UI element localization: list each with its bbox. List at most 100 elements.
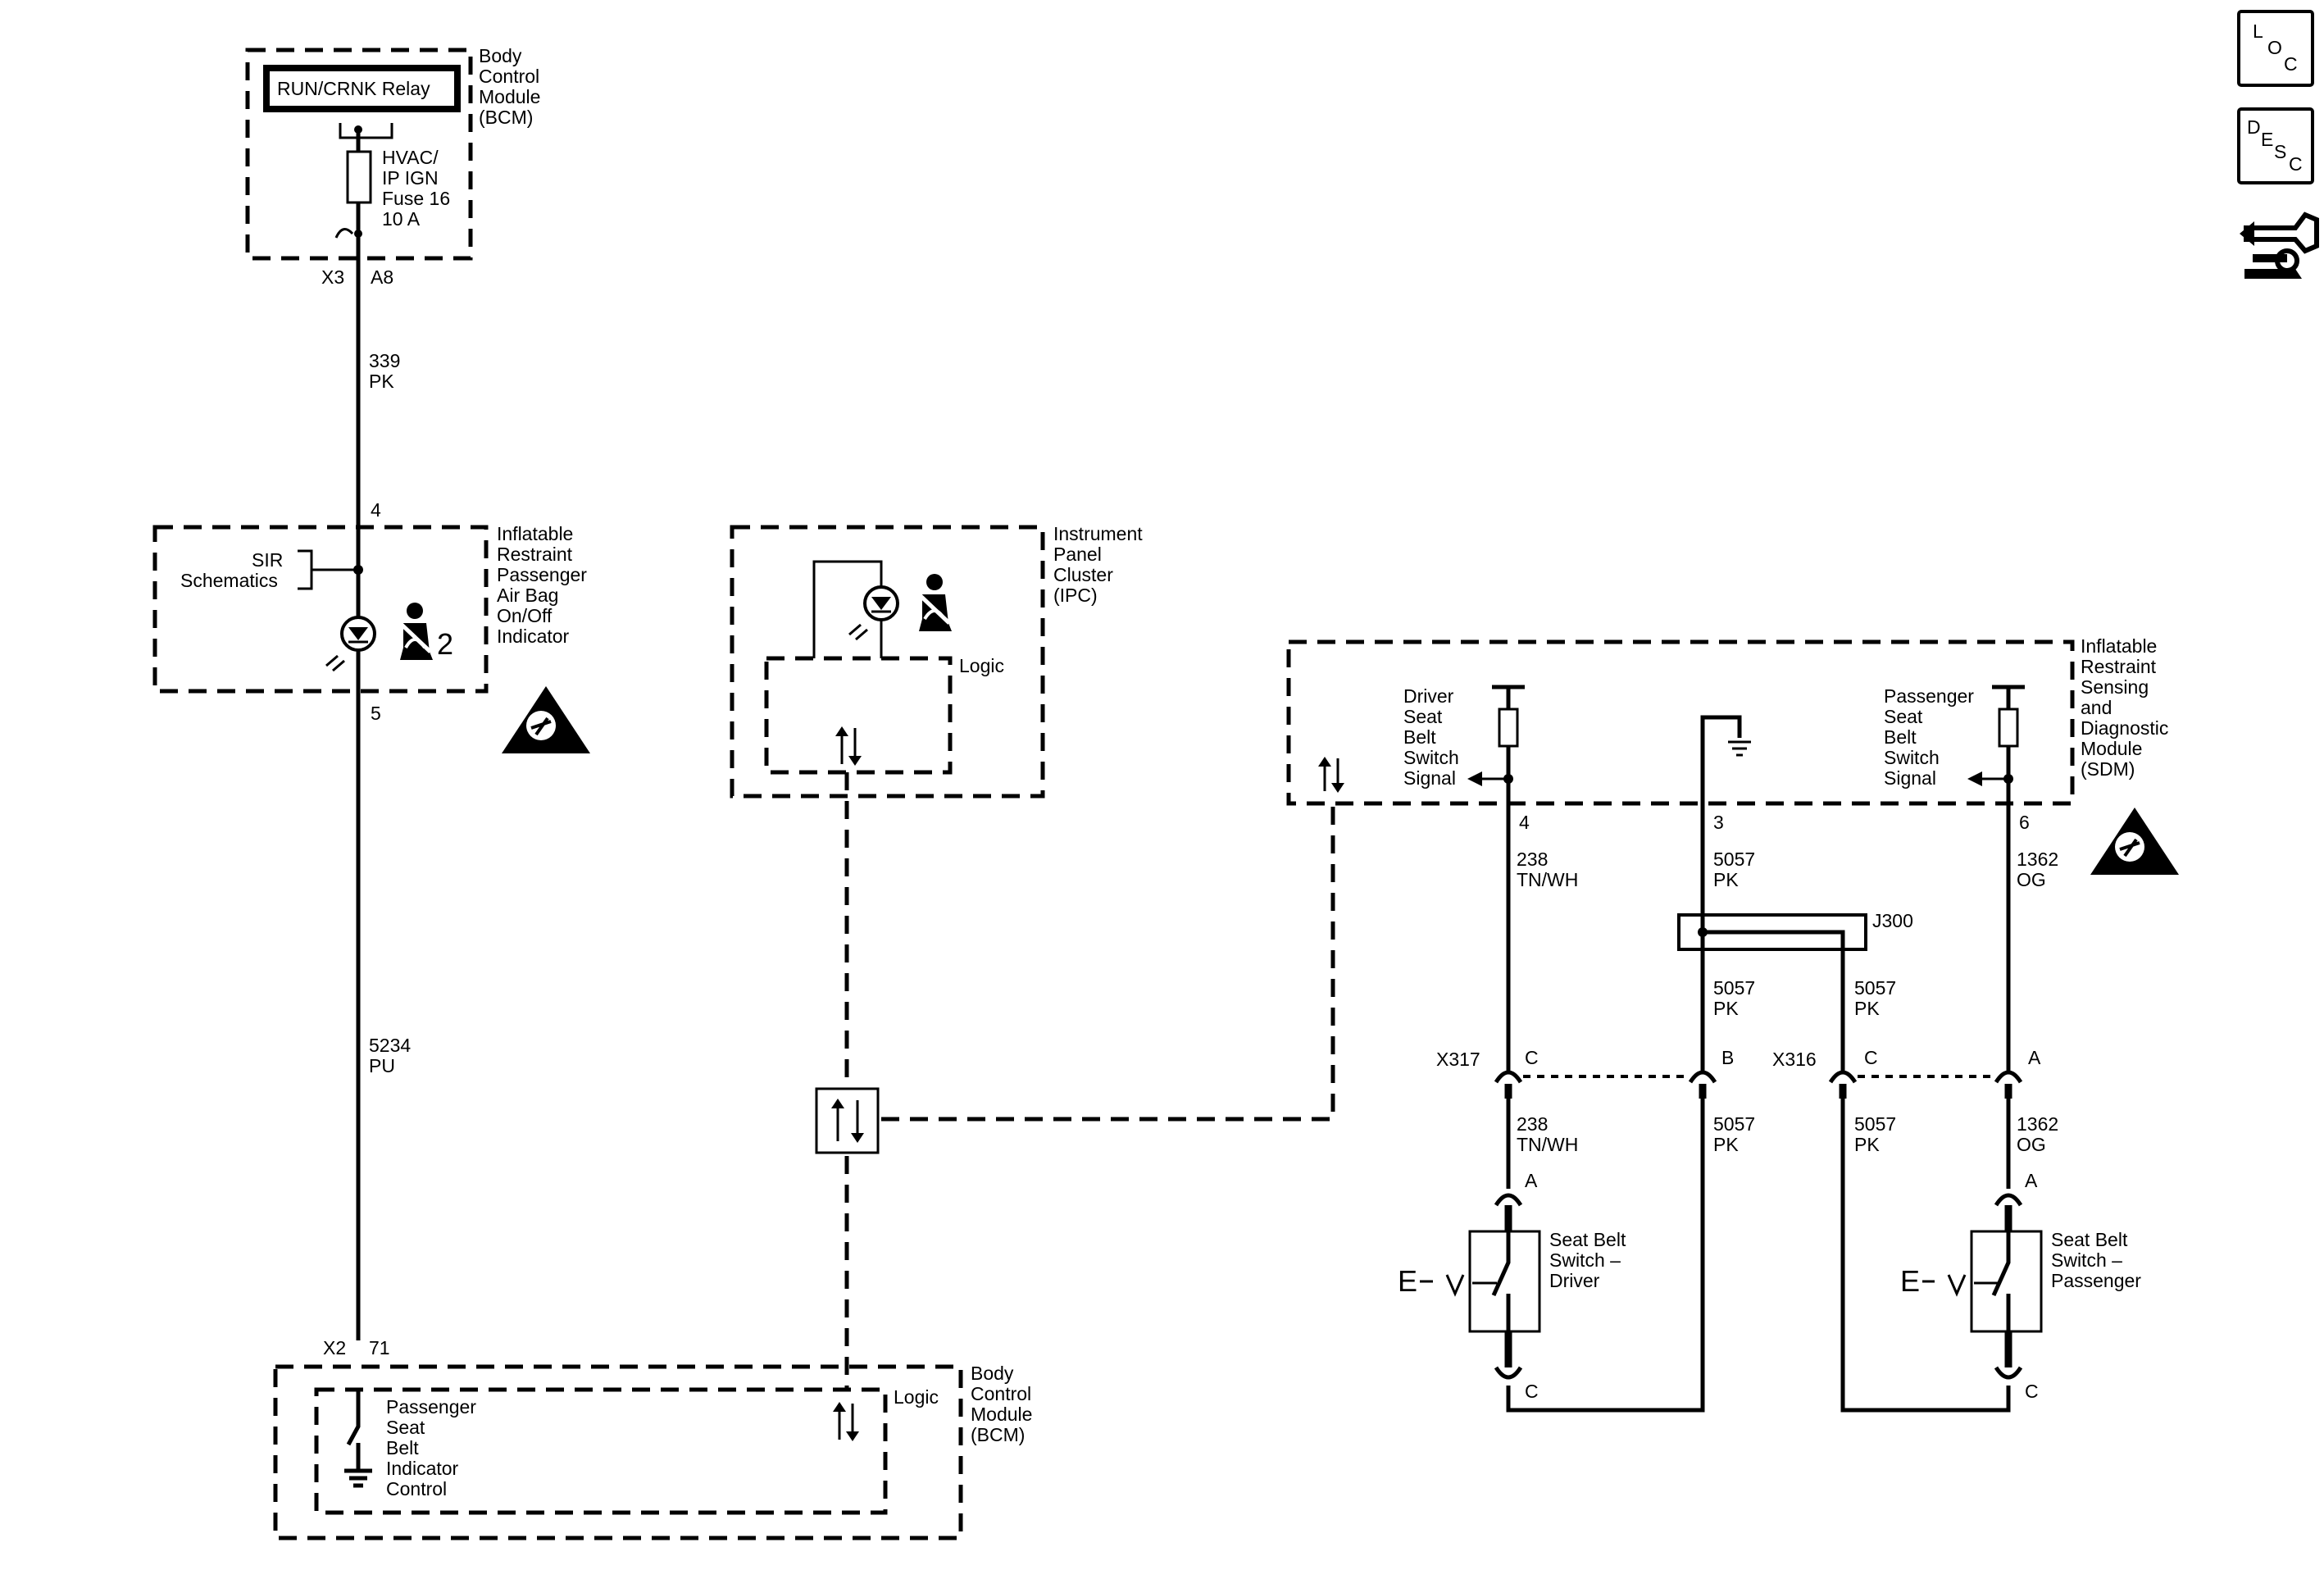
- fuse-label-3: Fuse 16: [382, 188, 450, 209]
- light-rays-icon: [325, 654, 345, 672]
- passenger-ground-return: [1840, 1099, 2011, 1413]
- run-crnk-relay-box: [263, 65, 461, 112]
- connector-x316: X316 C A: [1772, 1047, 2041, 1084]
- bcm-top-title-4: (BCM): [479, 107, 533, 128]
- passenger-signal-1: Passenger: [1884, 685, 1974, 707]
- passenger-switch-title-2: Switch –: [2051, 1249, 2122, 1271]
- x3-connector-label: X3: [321, 266, 344, 288]
- passenger-signal-5: Signal: [1884, 767, 1936, 789]
- ipc-title-3: Cluster: [1053, 564, 1113, 585]
- w238a-circuit: 238: [1517, 849, 1548, 870]
- bcm-top-title-2: Control: [479, 66, 539, 87]
- bcm-control-2: Seat: [386, 1417, 425, 1438]
- serial-data-sdm: [881, 803, 1335, 1122]
- w1362a-circuit: 1362: [2017, 849, 2058, 870]
- passenger-switch-pin-a: A: [2025, 1170, 2038, 1191]
- desc-letter-e: E: [2261, 129, 2273, 150]
- sdm-pin-ground: 3: [1713, 812, 1724, 833]
- w5057b-circuit: 5057: [1713, 977, 1755, 999]
- connector-x317: X317 C B: [1436, 1047, 1734, 1084]
- driver-signal-2: Seat: [1403, 706, 1443, 727]
- w5057e-circuit: 5057: [1854, 1113, 1896, 1135]
- connector-repair-icon[interactable]: [2240, 212, 2319, 279]
- passenger-signal-2: Seat: [1884, 706, 1923, 727]
- loc-letter-l: L: [2253, 20, 2263, 42]
- bcm-bottom-title-3: Module: [971, 1404, 1032, 1425]
- w5057d-color: PK: [1713, 1134, 1739, 1155]
- sdm-ground-icon: [1728, 740, 1751, 757]
- airbag-title-3: Passenger: [497, 564, 587, 585]
- fuse-16-icon: [346, 150, 372, 204]
- driver-signal-1: Driver: [1403, 685, 1454, 707]
- airbag-indicator: 4 5 SIR Schematics 2 Inflatable Restrain…: [152, 499, 590, 1340]
- sdm-bidirectional-arrows-icon: [1318, 757, 1344, 793]
- ipc-seatbelt-person-icon: [917, 574, 952, 631]
- sdm-warning-triangle-icon: [2090, 808, 2179, 875]
- x317-pin-b: B: [1721, 1047, 1734, 1068]
- x316-label: X316: [1772, 1049, 1817, 1070]
- passenger-signal-4: Switch: [1884, 747, 1940, 768]
- airbag-title-4: Air Bag: [497, 585, 558, 606]
- passenger-signal-3: Belt: [1884, 726, 1917, 748]
- desc-letter-c: C: [2289, 153, 2303, 175]
- sdm-title-1: Inflatable: [2081, 635, 2157, 657]
- bcm-top-title-3: Module: [479, 86, 540, 107]
- seatbelt-person-icon: [398, 603, 433, 660]
- w238b-color: TN/WH: [1517, 1134, 1578, 1155]
- x317-pin-c: C: [1525, 1047, 1539, 1068]
- fuse-connector-icon: [334, 228, 354, 239]
- w238a-color: TN/WH: [1517, 869, 1578, 890]
- bcm-bottom-title-4: (BCM): [971, 1424, 1025, 1445]
- driver-switch-body: [1468, 1230, 1541, 1333]
- j300-splice-box: [1677, 913, 1867, 951]
- w5057e-color: PK: [1854, 1134, 1880, 1155]
- w1362b-circuit: 1362: [2017, 1113, 2058, 1135]
- bcm-bottom-title-2: Control: [971, 1383, 1031, 1404]
- passenger-switch-title-3: Passenger: [2051, 1270, 2141, 1291]
- sdm-title-5: Diagnostic: [2081, 717, 2168, 739]
- wire-339-circuit: 339: [369, 350, 400, 371]
- driver-signal-4: Switch: [1403, 747, 1459, 768]
- desc-letter-d: D: [2247, 116, 2261, 138]
- w5057a-color: PK: [1713, 869, 1739, 890]
- driver-switch-title-1: Seat Belt: [1549, 1229, 1626, 1250]
- driver-switch-pin-a: A: [1525, 1170, 1538, 1191]
- desc-button[interactable]: D E S C: [2237, 107, 2314, 184]
- run-crnk-relay-label: RUN/CRNK Relay: [277, 78, 430, 99]
- passenger-switch-title-1: Seat Belt: [2051, 1229, 2128, 1250]
- x317-label: X317: [1436, 1049, 1480, 1070]
- sdm-pin-driver: 4: [1519, 812, 1530, 833]
- bcm-control-1: Passenger: [386, 1396, 476, 1417]
- w5057d-circuit: 5057: [1713, 1113, 1755, 1135]
- wire-339-color: PK: [369, 371, 394, 392]
- ipc-bidirectional-arrows-icon: [835, 726, 862, 766]
- bcm-bottom-logic: Logic: [894, 1386, 939, 1408]
- x2-connector-label: X2: [323, 1337, 346, 1358]
- a8-pin-label: A8: [371, 266, 393, 288]
- serial-data-junction-icon: [815, 1087, 880, 1154]
- seat-belt-switch-passenger: A C E Seat Belt Switch – Passenger: [1900, 1170, 2141, 1402]
- j300-label: J300: [1872, 910, 1913, 931]
- bcm-control-5: Control: [386, 1478, 447, 1499]
- driver-signal-3: Belt: [1403, 726, 1436, 748]
- driver-switch-title-3: Driver: [1549, 1270, 1600, 1291]
- bcm-control-4: Indicator: [386, 1458, 459, 1479]
- airbag-pin-in: 4: [371, 499, 381, 521]
- w5057c-color: PK: [1854, 998, 1880, 1019]
- ipc: Logic Instrument Panel Cluster (IPC): [730, 523, 1143, 799]
- airbag-title-2: Restraint: [497, 544, 573, 565]
- w5057a-circuit: 5057: [1713, 849, 1755, 870]
- indicator-symbol-number: 2: [437, 627, 453, 661]
- w5057c-circuit: 5057: [1854, 977, 1896, 999]
- wire-5234-color: PU: [369, 1055, 395, 1076]
- ipc-title-1: Instrument: [1053, 523, 1143, 544]
- loc-button[interactable]: L O C: [2237, 10, 2314, 87]
- driver-signal-5: Signal: [1403, 767, 1456, 789]
- x316-pin-c: C: [1864, 1047, 1878, 1068]
- airbag-pin-out: 5: [371, 703, 381, 724]
- x316-pin-a: A: [2028, 1047, 2041, 1068]
- ipc-logic: Logic: [959, 655, 1004, 676]
- fuse-label-2: IP IGN: [382, 167, 439, 189]
- sdm-title-3: Sensing: [2081, 676, 2149, 698]
